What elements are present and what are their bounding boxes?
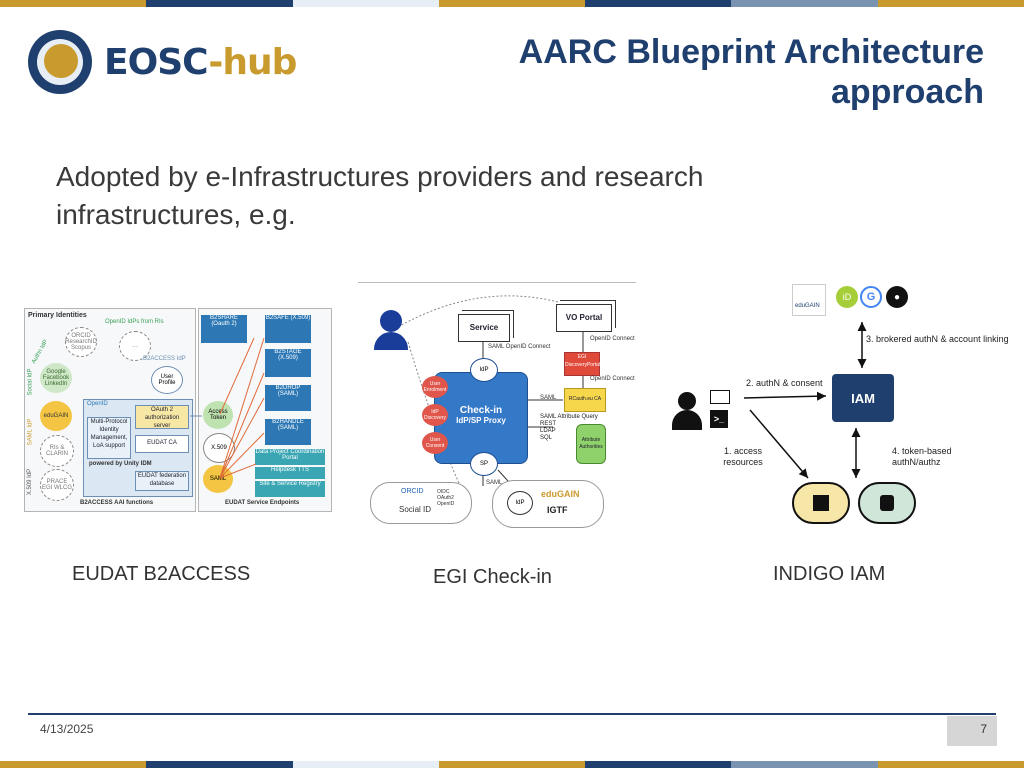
eudat-endpoints-label: EUDAT Service Endpoints (225, 500, 300, 506)
saml-oidc-label: SAML OpenID Connect (488, 344, 551, 350)
eosc-hub-logo: EOSC-hub (28, 30, 297, 94)
edugain-label: eduGAIN (795, 303, 820, 309)
server-cloud-icon (792, 482, 850, 524)
caption-eudat-b2access: EUDAT B2ACCESS (72, 563, 251, 585)
orcid-label: ORCID (401, 488, 424, 495)
logo-brand-right: -hub (208, 42, 297, 83)
egi-checkin-diagram: Service VO Portal SAML OpenID Connect Op… (358, 282, 636, 534)
openid-label: OpenID (87, 401, 108, 407)
orcid-icon: iD (836, 286, 858, 308)
idp-circle: IdP (470, 358, 498, 382)
b2stage-box: B2STAGE (X.509) (265, 349, 311, 377)
access-token-circle: Access Token (203, 401, 233, 429)
step2-label: 2. authN & consent (746, 378, 823, 388)
primary-identities-label: Primary Identities (28, 312, 87, 319)
igtf-logo: IGTF (547, 505, 568, 515)
logo-brand-left: EOSC (104, 42, 209, 83)
step3-label: 3. brokered authN & account linking (866, 334, 1009, 344)
google-icon: G (860, 286, 882, 308)
ri-clarin-circle: RIs & CLARIN (40, 435, 74, 467)
multi-protocol-box: Multi-Protocol Identity Management, LoA … (87, 417, 131, 459)
site-registry-box: Site & Service Registry (255, 481, 325, 497)
footer-date: 4/13/2025 (40, 722, 94, 736)
step4-label: 4. token-based authN/authz (892, 446, 952, 467)
slide-subtitle: Adopted by e-Infrastructures providers a… (56, 161, 704, 230)
attribute-authorities-db: Attribute Authorities (576, 424, 606, 464)
openid-idps-label: OpenID IdPs from RIs (105, 319, 164, 325)
user-icon (666, 390, 710, 432)
b2drop-box: B2DROP (SAML) (265, 385, 311, 411)
oidc-list: OIDC OAuth2 OpenID (437, 489, 455, 507)
checkin-label: Check-in (459, 405, 503, 416)
helpdesk-box: Helpdesk TTS (255, 467, 325, 479)
user-consent-circle: User Consent (422, 432, 448, 454)
b2handle-box: B2HANDLE (SAML) (265, 419, 311, 445)
indigo-iam-diagram: eduGAIN iD G ● 3. brokered authN & accou… (660, 282, 1009, 534)
vo-portal-box: VO Portal (556, 304, 612, 332)
egi-saml-label: SAML (540, 395, 557, 401)
egi-saml-bottom-label: SAML (486, 480, 503, 486)
b2access-functions-label: B2ACCESS AAI functions (80, 500, 154, 506)
social-id-label: Social ID (399, 505, 432, 514)
b2safe-box: B2SAFE (X.509) (265, 315, 311, 343)
indigo-arrows (743, 322, 867, 479)
storage-cloud-icon (858, 482, 916, 524)
user-enrolment-circle: User Enrolment (422, 376, 448, 398)
idp-discovery-circle: IdP Discovery (422, 404, 448, 426)
edugain-logo: eduGAIN (541, 489, 580, 499)
data-portal-box: Data Project Coordination Portal (255, 449, 325, 465)
edugain-icon-box: eduGAIN (792, 284, 826, 316)
edugain-circle: eduGAIN (40, 401, 72, 431)
openid-connect-label-1: OpenID Connect (590, 336, 635, 342)
service-box: Service (458, 314, 510, 342)
terminal-icon: >_ (710, 410, 728, 428)
oauth2-box: OAuth 2 authorization server (135, 405, 189, 429)
github-icon: ● (886, 286, 908, 308)
iam-box: IAM (832, 374, 894, 422)
footer-divider (28, 713, 996, 715)
caption-indigo-iam: INDIGO IAM (773, 563, 886, 585)
user-icon (380, 310, 402, 332)
b2access-diagram: Primary Identities OpenID IdPs from RIs … (24, 308, 332, 512)
idp-db-icon: IdP (507, 491, 533, 515)
powered-by-label: powered by Unity IDM (89, 461, 152, 467)
proxy-label: IdP/SP Proxy (456, 416, 506, 425)
eudat-ca-box: EUDAT CA (135, 435, 189, 453)
rcauth-box: RCauth.eu CA (564, 388, 606, 412)
slide-title-line1: AARC Blueprint Architecture (518, 33, 984, 71)
orcid-circle: ORCID ResearchID Scopus (65, 327, 97, 357)
page-number-box: 7 (947, 716, 997, 746)
step1-label: 1. access resources (723, 446, 763, 467)
b2access-idp-label: B2ACCESS IdP (143, 356, 186, 362)
caption-egi-checkin: EGI Check-in (433, 566, 552, 588)
b2share-box: B2SHARE (Oauth 2) (201, 315, 247, 343)
slide-title: AARC Blueprint Architecture approach (519, 32, 984, 112)
openid-connect-label-2: OpenID Connect (590, 376, 635, 382)
sp-circle: SP (470, 452, 498, 476)
social-cloud: ORCID OIDC OAuth2 OpenID Social ID (370, 482, 472, 524)
attr-protocols: SAML Attribute Query REST LDAP SQL (540, 414, 598, 441)
browser-icon (710, 390, 730, 404)
federation-db-box: EUDAT federation database (135, 471, 189, 491)
google-circle: Google Facebook LinkedIn (40, 363, 72, 393)
openid-ri-circle: … (119, 331, 151, 361)
top-color-bar (0, 0, 1024, 7)
b2access-functions-area: Primary Identities OpenID IdPs from RIs … (24, 308, 196, 512)
slide-title-line2: approach (830, 73, 984, 111)
egi-discovery-box: EGI DiscoveryPortal (564, 352, 600, 376)
checkin-proxy-box: Check-in IdP/SP Proxy (434, 372, 528, 464)
user-profile-circle: User Profile (151, 366, 183, 394)
bottom-color-bar (0, 761, 1024, 768)
federation-cloud: IdP eduGAIN IGTF (492, 480, 604, 528)
b2access-connectors (190, 337, 265, 479)
prace-circle: PRACE EGI WLCG (40, 469, 74, 501)
page-number: 7 (980, 722, 987, 736)
